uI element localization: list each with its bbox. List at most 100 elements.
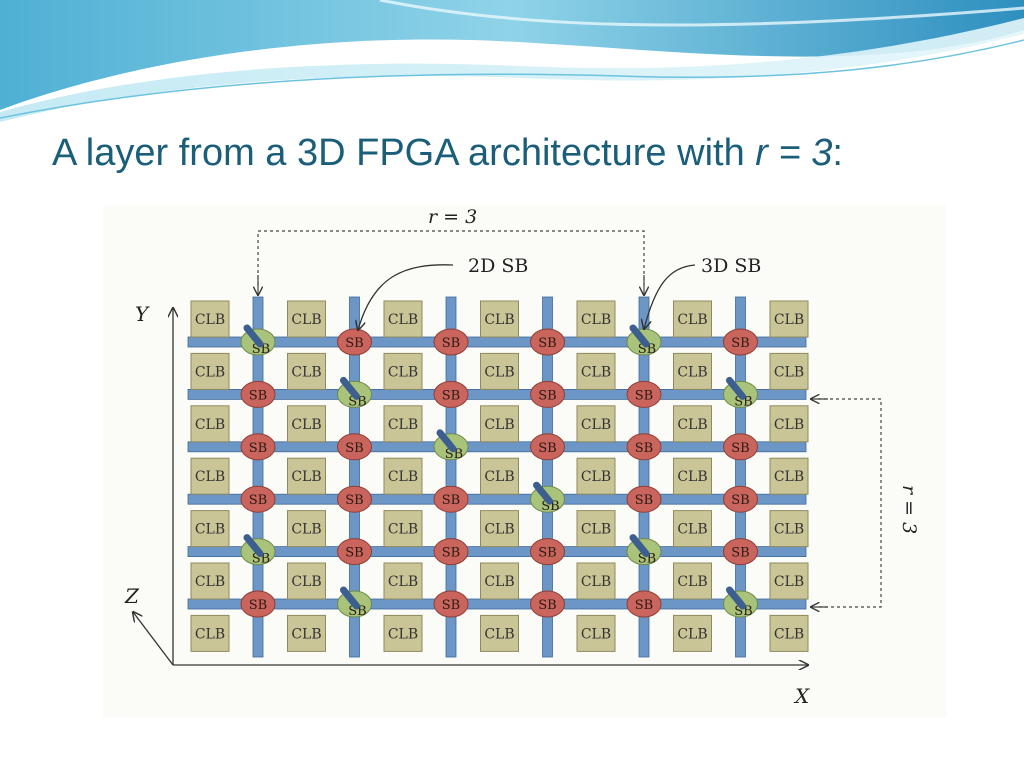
sb-label: SB	[731, 546, 749, 561]
routing-track-vertical	[349, 296, 360, 658]
clb-block: CLB	[673, 352, 712, 390]
clb-label: CLB	[581, 574, 611, 590]
sb-label: SB	[635, 598, 653, 613]
sb-label: SB	[635, 441, 653, 456]
switch-box-3d: SB	[723, 376, 758, 409]
clb-label: CLB	[677, 574, 707, 590]
clb-label: CLB	[388, 522, 418, 538]
callout-3d-sb-curve	[644, 264, 696, 329]
clb-block: CLB	[287, 405, 326, 443]
clb-label: CLB	[484, 574, 514, 590]
routing-track-vertical	[252, 296, 264, 658]
clb-label: CLB	[581, 626, 611, 642]
fpga-layer-figure: CLB CLB CLB CLB CLB CLB CLB CLB CLB CLB CLB CLB CLB C…	[103, 205, 946, 717]
r-top-bracket	[257, 230, 645, 285]
routing-track-horizontal	[187, 493, 807, 505]
clb-label: CLB	[774, 469, 804, 485]
clb-block: CLB	[769, 405, 809, 443]
clb-label: CLB	[581, 522, 611, 538]
switch-box-2d: SB	[433, 380, 469, 408]
clb-label: CLB	[677, 522, 707, 538]
switch-box-2d: SB	[723, 328, 758, 356]
clb-label: CLB	[195, 469, 225, 485]
switch-box-3d: SB	[433, 429, 469, 462]
slide-title: A layer from a 3D FPGA architecture with…	[52, 132, 843, 175]
clb-label: CLB	[388, 574, 418, 590]
sb-label: SB	[442, 336, 460, 351]
clb-label: CLB	[195, 364, 225, 380]
switch-box-2d: SB	[337, 538, 372, 566]
clb-block: CLB	[576, 300, 616, 338]
r-side-label: r = 3	[898, 485, 920, 534]
sb-label: SB	[252, 552, 270, 567]
label-2d-sb: 2D SB	[468, 255, 528, 277]
clb-label: CLB	[774, 574, 804, 590]
clb-block: CLB	[769, 352, 809, 390]
sb-label: SB	[348, 394, 366, 409]
callout-2d-sb-curve	[358, 264, 454, 330]
clb-block: CLB	[480, 352, 519, 390]
sb-label: SB	[734, 604, 752, 619]
sb-label: SB	[734, 394, 752, 409]
axis-label-z: Z	[124, 584, 140, 608]
clb-label: CLB	[195, 417, 225, 433]
clb-block: CLB	[383, 300, 423, 338]
routing-track-vertical	[542, 296, 553, 658]
switch-box-2d: SB	[240, 380, 276, 408]
clb-block: CLB	[769, 614, 809, 652]
label-3d-sb: 3D SB	[701, 255, 761, 277]
switch-box-2d: SB	[723, 485, 758, 513]
sb-label: SB	[445, 447, 463, 462]
sb-label: SB	[249, 441, 267, 456]
clb-block: CLB	[576, 510, 616, 548]
clb-label: CLB	[388, 626, 418, 642]
routing-track-horizontal	[187, 388, 807, 400]
clb-block: CLB	[576, 562, 616, 600]
clb-label: CLB	[388, 469, 418, 485]
clb-label: CLB	[677, 417, 707, 433]
clb-label: CLB	[581, 312, 611, 328]
clb-label: CLB	[291, 522, 321, 538]
clb-block: CLB	[287, 562, 326, 600]
vertical-via	[243, 324, 264, 348]
clb-label: CLB	[484, 469, 514, 485]
clb-block: CLB	[673, 300, 712, 338]
sb-label: SB	[638, 342, 656, 357]
clb-block: CLB	[287, 510, 326, 548]
switch-box-2d: SB	[530, 590, 565, 618]
clb-label: CLB	[677, 469, 707, 485]
clb-block: CLB	[480, 614, 519, 652]
clb-label: CLB	[774, 364, 804, 380]
clb-label: CLB	[291, 364, 321, 380]
clb-block: CLB	[383, 562, 423, 600]
clb-block: CLB	[287, 614, 326, 652]
clb-label: CLB	[195, 312, 225, 328]
sb-label: SB	[442, 598, 460, 613]
title-suffix: :	[832, 132, 843, 174]
clb-label: CLB	[388, 364, 418, 380]
clb-block: CLB	[480, 300, 519, 338]
switch-box-2d: SB	[337, 485, 372, 513]
sb-label: SB	[345, 441, 363, 456]
axis-label-y: Y	[135, 302, 150, 326]
switch-box-2d: SB	[433, 538, 469, 566]
axis-label-x: X	[793, 684, 810, 708]
sb-label: SB	[635, 493, 653, 508]
clb-block: CLB	[190, 562, 230, 600]
clb-label: CLB	[291, 417, 321, 433]
clb-label: CLB	[388, 417, 418, 433]
vertical-via	[436, 429, 457, 453]
clb-label: CLB	[291, 312, 321, 328]
switch-box-2d: SB	[626, 380, 662, 408]
sb-label: SB	[345, 493, 363, 508]
clb-block: CLB	[673, 405, 712, 443]
switch-box-2d: SB	[433, 590, 469, 618]
clb-label: CLB	[484, 312, 514, 328]
clb-block: CLB	[769, 510, 809, 548]
clb-label: CLB	[195, 522, 225, 538]
clb-label: CLB	[677, 626, 707, 642]
switch-box-2d: SB	[723, 433, 758, 461]
clb-block: CLB	[287, 457, 326, 495]
clb-label: CLB	[677, 364, 707, 380]
vertical-via	[533, 481, 553, 505]
